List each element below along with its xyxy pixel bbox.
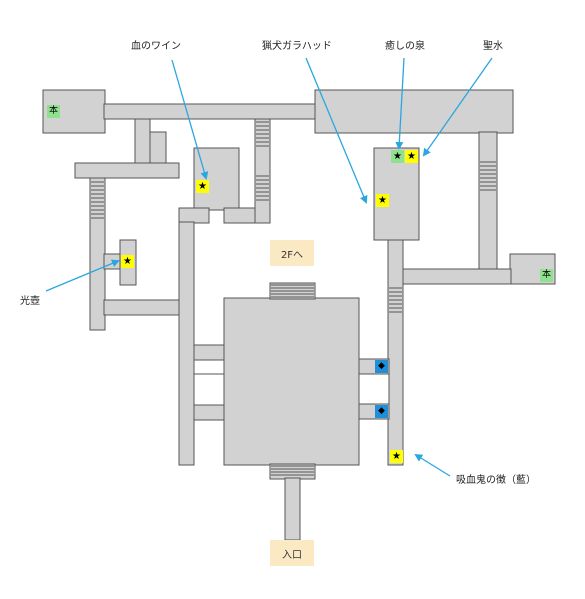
corridor-upper-left-a <box>134 118 151 165</box>
star-marker-blood-wine: ★ <box>196 180 209 193</box>
inner-block-right <box>358 373 390 405</box>
corridor-left-vertical <box>89 177 106 331</box>
corridor-center-vertical <box>254 118 271 224</box>
entrance-button[interactable]: 入口 <box>270 540 314 566</box>
pointer-light-jar <box>45 259 120 292</box>
label-light-jar: 光壺 <box>20 296 40 307</box>
star-marker-hound: ★ <box>376 194 389 207</box>
label-blood-wine: 血のワイン <box>131 41 181 52</box>
corridor-upper-left-b <box>149 131 167 165</box>
corridor-left-link-b <box>193 404 225 421</box>
corridor-top <box>103 103 317 120</box>
corridor-left-main <box>178 221 195 466</box>
corridor-right-column <box>478 131 498 270</box>
label-vampire-tooth: 吸血鬼の徴（藍） <box>456 475 536 486</box>
stairs-center-top <box>256 121 269 147</box>
stairs-right-column <box>480 161 496 191</box>
star-marker-holy-water: ★ <box>405 150 418 163</box>
label-healing-spring: 癒しの泉 <box>385 41 425 52</box>
corridor-right-horizontal <box>387 268 512 285</box>
stairs-center-mid <box>256 175 269 201</box>
corridor-upper-left-h <box>74 162 180 179</box>
room-top-right <box>314 89 514 134</box>
pointer-holy-water <box>422 57 493 157</box>
room-blood-wine <box>193 147 240 211</box>
pointer-vampire-tooth <box>414 453 451 477</box>
corridor-entrance <box>284 477 301 541</box>
inner-block-left <box>193 373 225 406</box>
pointer-blood-wine <box>171 59 209 180</box>
diamond-icon: ◆ <box>375 360 388 373</box>
stairs-hall-top <box>271 284 314 298</box>
star-marker-healing-spring: ★ <box>391 150 404 163</box>
label-hound: 猟犬ガラハッド <box>262 41 332 52</box>
book-icon: 本 <box>47 105 60 118</box>
book-icon: 本 <box>540 269 553 282</box>
to-2f-button[interactable]: 2Fへ <box>270 240 314 266</box>
pointer-healing-spring <box>395 57 405 150</box>
label-holy-water: 聖水 <box>483 41 503 52</box>
corridor-right-vertical <box>387 239 404 466</box>
corridor-wine-left <box>178 207 210 224</box>
star-marker-light-jar: ★ <box>121 255 134 268</box>
stairs-left <box>91 181 104 219</box>
central-hall <box>223 297 360 466</box>
stairs-right-vertical <box>389 287 402 313</box>
stairs-hall-bottom <box>271 465 314 476</box>
corridor-left-link-a <box>193 344 225 361</box>
star-marker-vampire-tooth: ★ <box>390 450 403 463</box>
pointer-hound <box>305 57 368 204</box>
diamond-icon: ◆ <box>375 405 388 418</box>
stairs-markings <box>91 121 496 476</box>
